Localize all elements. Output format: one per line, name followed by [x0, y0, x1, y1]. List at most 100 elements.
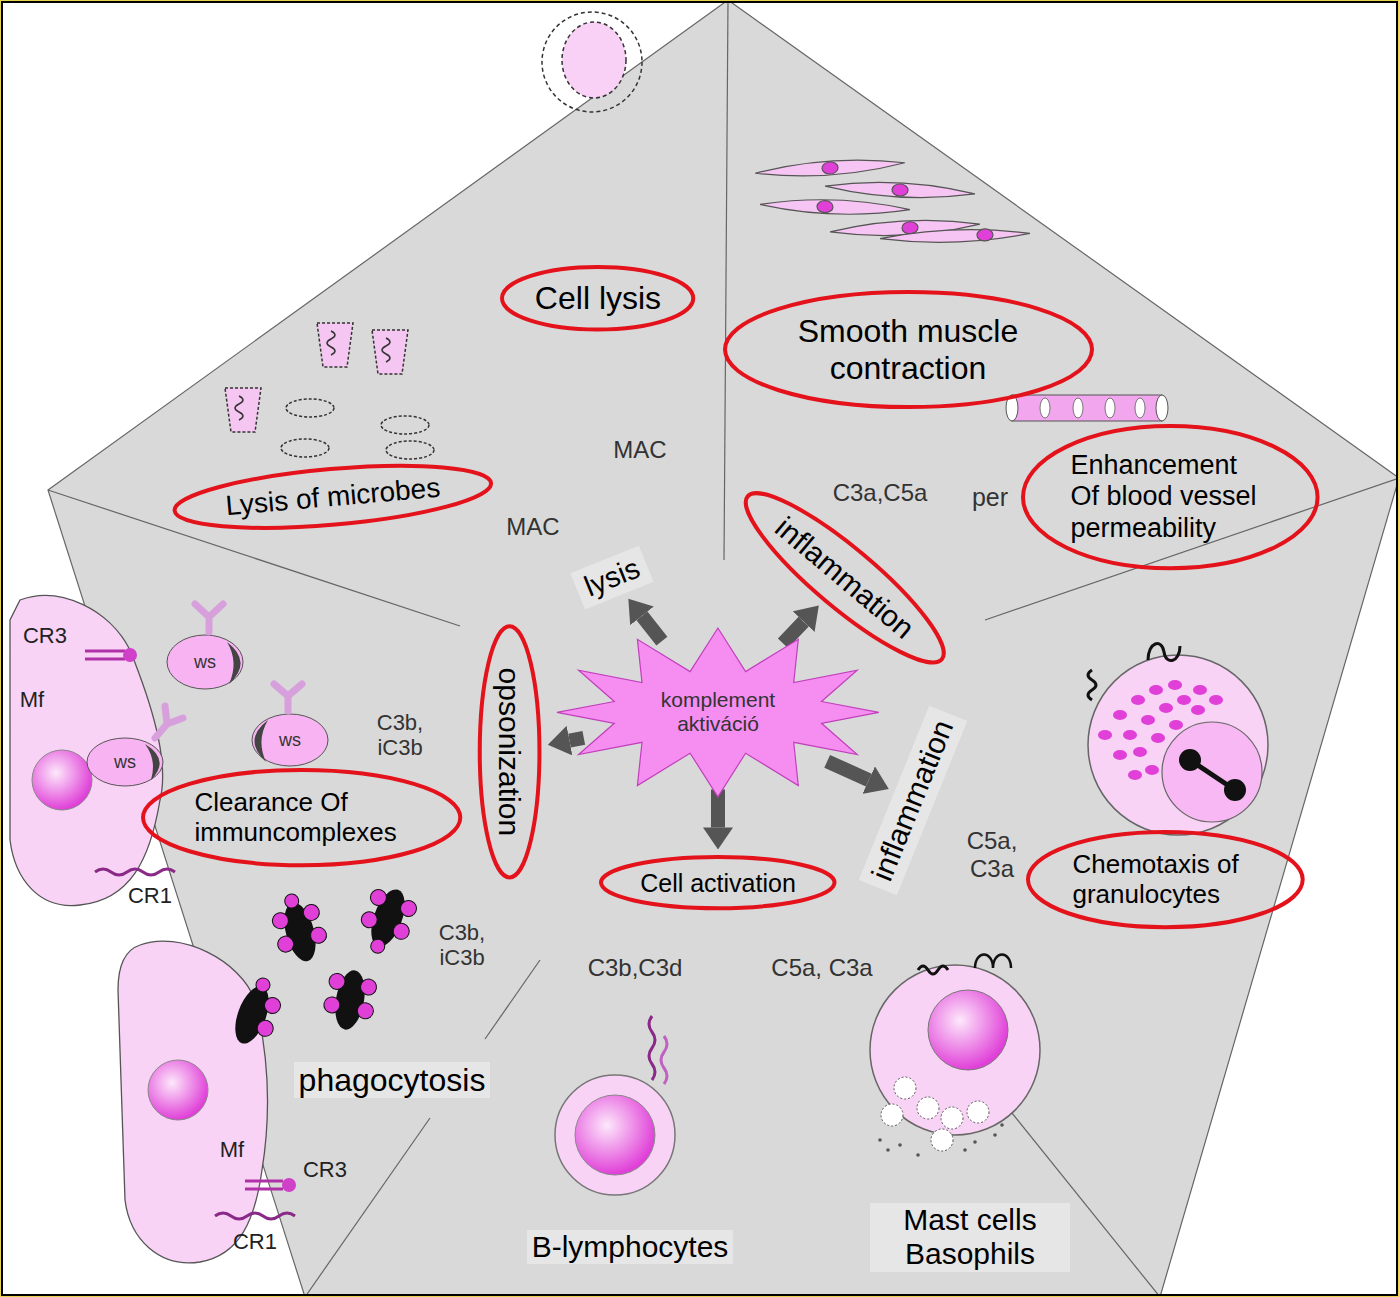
blood-vessel: [1073, 398, 1083, 418]
opsonized-microbe: [252, 684, 328, 766]
granulocyte: [1209, 695, 1223, 705]
opsonized-microbe: [145, 744, 160, 780]
opsonized-particle: [229, 982, 276, 1048]
node-text: opsonization: [493, 668, 528, 836]
ellipse-outline: [1023, 426, 1318, 568]
opsonized-particle: [368, 887, 389, 908]
mast-cell: [881, 1104, 903, 1126]
opsonized-particle: [398, 898, 419, 919]
granulocyte: [1133, 747, 1147, 757]
node-text-group: opsonization: [493, 668, 528, 836]
component-label: C3a,C5a: [833, 479, 928, 507]
lysed-microbe: [225, 388, 261, 432]
node-text: Clearance Of immuncomplexes: [194, 788, 409, 848]
mast-cell: [963, 1148, 967, 1152]
node-text-group: Cell lysis: [535, 280, 661, 317]
granulocyte: [1141, 715, 1155, 725]
opsonized-particle: [359, 978, 378, 997]
node-text-group: Clearance Of immuncomplexes: [194, 788, 409, 848]
mast-cell: [993, 1133, 997, 1137]
lysed-microbe: [281, 439, 329, 457]
receptor-label: CR1: [233, 1229, 277, 1254]
granulocyte: [1088, 644, 1268, 835]
sector-line: [305, 1118, 430, 1297]
node-text-group: inflammation: [865, 715, 961, 886]
node-text-group: Chemotaxis of granulocytes: [1072, 850, 1257, 910]
opsonized-particle: [323, 972, 379, 1020]
ellipse-outline: [725, 292, 1092, 407]
smooth-muscle-cell: [880, 227, 1030, 244]
lysed-microbe: [372, 330, 408, 374]
ellipse-outline: [172, 455, 493, 538]
connector-arrow: [642, 616, 662, 641]
pathway-label-box: inflammation: [859, 705, 967, 895]
pathway-ellipse: opsonization: [478, 624, 542, 879]
granulocyte: [1191, 705, 1205, 715]
granulocyte: [1168, 680, 1182, 690]
macrophage: [245, 1181, 283, 1189]
mast-cell: [894, 1077, 916, 1099]
mast-cell: [916, 1153, 920, 1157]
blood-vessel: [1156, 395, 1168, 421]
opsonized-particle: [352, 887, 420, 961]
node-text-group: Smooth muscle contraction: [783, 313, 1033, 387]
granulocyte: [1123, 730, 1137, 740]
node-text-group: komplement aktiváció: [651, 688, 786, 736]
ellipse-outline: [601, 857, 835, 908]
granulocyte: [1113, 710, 1127, 720]
function-label: phagocytosis: [294, 1062, 491, 1099]
smooth-muscle-cell: [755, 156, 1030, 245]
node-text: Cell activation: [640, 869, 796, 898]
opsonized-microbe: [254, 720, 268, 762]
granulocyte: [1088, 670, 1096, 700]
granulocyte: [1177, 695, 1191, 705]
blood-vessel: [1105, 398, 1115, 418]
granulocyte: [1098, 730, 1112, 740]
granulocyte: [1113, 750, 1127, 760]
opsonized-particle: [254, 976, 272, 994]
receptor-label: CR3: [23, 623, 67, 648]
smooth-muscle-cell: [755, 156, 906, 180]
node-text: Cell lysis: [535, 280, 661, 317]
ellipse-outline: [143, 770, 460, 865]
smooth-muscle-cell: [892, 184, 909, 197]
node-text: Chemotaxis of granulocytes: [1072, 850, 1257, 910]
mast-cell: [941, 1107, 963, 1129]
cell-label: Mf: [220, 1137, 244, 1162]
receptor-label: CR3: [303, 1157, 347, 1182]
granulocyte: [1159, 703, 1173, 713]
mast-cell: [973, 1140, 977, 1144]
mast-cell: [928, 990, 1008, 1070]
opsonized-particle: [255, 1018, 276, 1039]
effect-ellipse: Clearance Of immuncomplexes: [141, 768, 462, 867]
pathway-label-box: lysis: [570, 546, 654, 610]
connector-arrow: [569, 738, 583, 741]
mast-cell: [917, 1097, 939, 1119]
granulocyte: [1224, 779, 1246, 801]
starburst-shape: [557, 628, 879, 797]
macrophage: [85, 651, 125, 659]
pentagon-background: [48, 0, 1399, 1297]
opsonized-particle: [391, 921, 412, 942]
opsonized-microbe: [87, 738, 163, 786]
opsonized-microbe: [195, 604, 223, 632]
microbe-label: ws: [114, 752, 136, 773]
b-lymphocyte: [555, 1075, 675, 1195]
pathway-ellipse: Cell activation: [599, 855, 837, 910]
effect-ellipse: Lysis of microbes: [170, 453, 496, 541]
smooth-muscle-cell: [755, 156, 906, 180]
activation-star: komplement aktiváció: [555, 626, 881, 799]
granulocyte: [1128, 770, 1142, 780]
mast-cell: [870, 955, 1040, 1157]
opsonized-particle: [352, 881, 422, 961]
opsonized-particle: [229, 974, 289, 1052]
macrophage: [95, 869, 175, 875]
granulocyte: [1169, 720, 1183, 730]
lysed-microbe: [317, 323, 353, 367]
component-label: C3b, iC3b: [427, 920, 497, 971]
ellipse-outline: [729, 474, 962, 683]
granulocyte: [1179, 749, 1201, 771]
smooth-muscle-cell: [902, 221, 919, 234]
